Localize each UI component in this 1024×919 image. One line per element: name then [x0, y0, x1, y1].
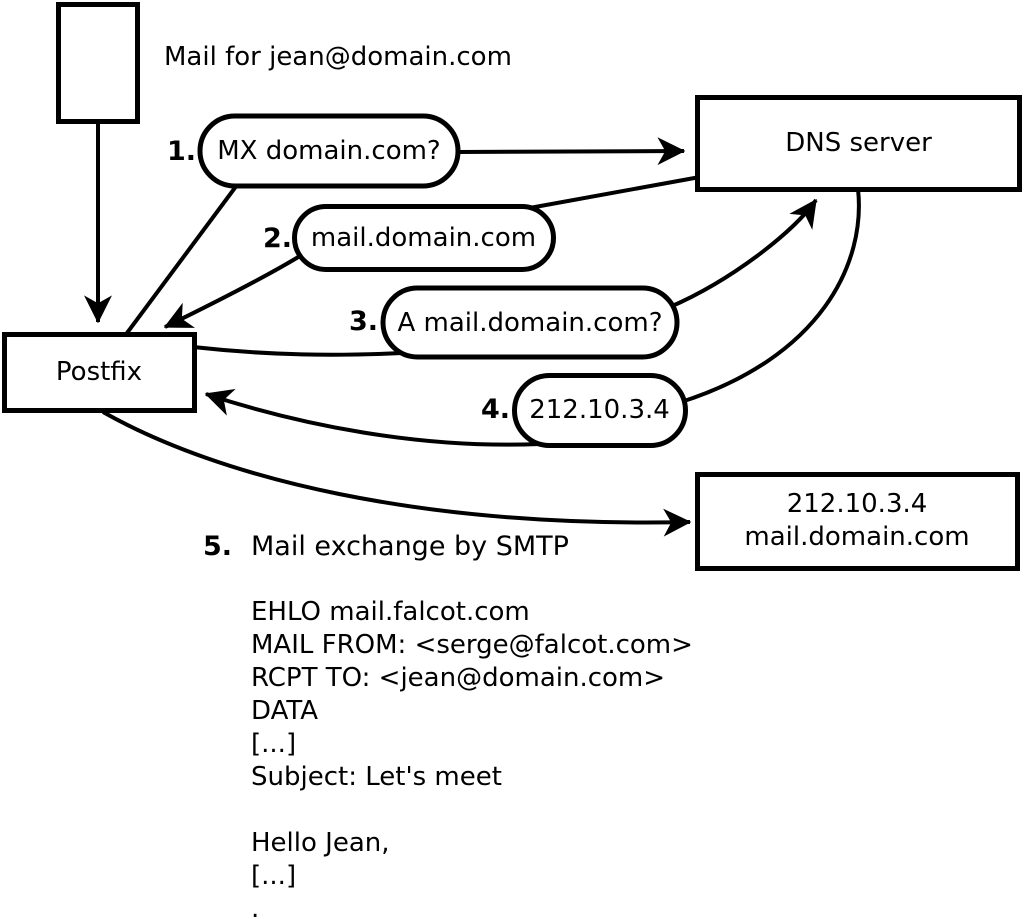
mailserver-hostname: mail.domain.com — [744, 522, 970, 552]
arrow-bubble1-to-dns — [455, 137, 686, 166]
connector-bubble1-to-postfix — [122, 179, 242, 339]
bubble-4-label: 212.10.3.4 — [529, 395, 670, 425]
arrow-bubble4-to-postfix — [204, 389, 541, 447]
bubble-2-label: mail.domain.com — [310, 222, 537, 253]
mail-message-shape — [56, 2, 140, 124]
smtp-line-rcpt-to: RCPT TO: <jean@domain.com> — [251, 663, 666, 693]
step-3-number: 3. — [348, 306, 378, 337]
diagram-title: Mail for jean@domain.com — [164, 42, 512, 72]
arrow-bubble3-to-dns — [669, 198, 818, 309]
smtp-line-end-dot: . — [251, 894, 260, 919]
mailserver-label: 212.10.3.4 mail.domain.com — [697, 474, 1017, 568]
smtp-line-subject: Subject: Let's meet — [251, 762, 502, 792]
bubble-1-label: MX domain.com? — [217, 136, 441, 166]
step-4-number: 4. — [480, 394, 510, 425]
bubble-4-shape — [512, 373, 688, 448]
mailserver-box — [695, 472, 1020, 571]
arrow-postfix-to-mailserver — [102, 410, 692, 537]
smtp-line-ellipsis-1: [...] — [251, 729, 297, 759]
bubble-2-shape — [292, 204, 556, 272]
arrow-bubble2-to-postfix — [163, 254, 302, 329]
connector-dns-to-bubble2 — [523, 175, 701, 211]
bubble-1-shape — [197, 113, 461, 189]
smtp-line-mail-from: MAIL FROM: <serge@falcot.com> — [251, 630, 693, 660]
connector-postfix-to-bubble3 — [192, 345, 423, 357]
step-2-number: 2. — [262, 223, 292, 254]
smtp-line-data: DATA — [251, 696, 318, 726]
postfix-label: Postfix — [55, 357, 143, 387]
bubble-3-label: A mail.domain.com? — [397, 307, 663, 338]
step-5-label: Mail exchange by SMTP — [251, 531, 569, 562]
smtp-session-text: EHLO mail.falcot.com MAIL FROM: <serge@f… — [251, 596, 693, 919]
smtp-line-blank — [251, 794, 693, 827]
step-1-number: 1. — [166, 136, 196, 167]
smtp-line-ellipsis-2: [...] — [251, 861, 297, 891]
dns-server-label: DNS server — [785, 128, 932, 158]
mailserver-ip: 212.10.3.4 — [786, 489, 928, 519]
connector-dns-to-bubble4 — [677, 188, 861, 405]
bubble-3-shape — [380, 285, 680, 360]
postfix-box — [2, 332, 197, 413]
step-5-number: 5. — [202, 531, 232, 562]
smtp-line-ehlo: EHLO mail.falcot.com — [251, 597, 530, 627]
smtp-line-hello: Hello Jean, — [251, 828, 390, 858]
dns-box — [695, 95, 1022, 192]
